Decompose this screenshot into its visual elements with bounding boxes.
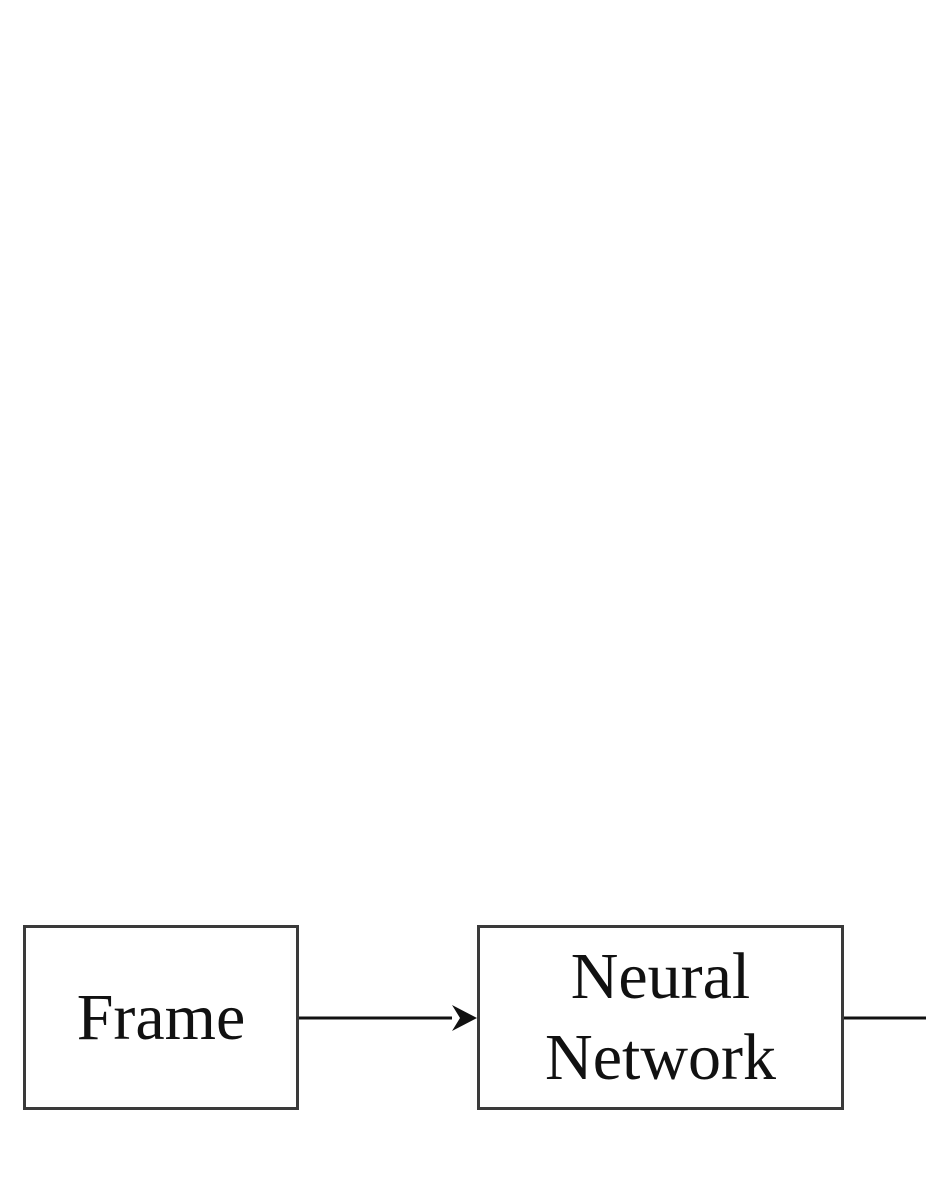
frame-node-label: Frame <box>76 980 246 1054</box>
neural-network-node-label-line-1: Neural <box>570 939 751 1013</box>
frame-node: Frame <box>23 925 299 1110</box>
neural-network-node: Neural Network <box>477 925 844 1110</box>
arrowhead-icon <box>452 1005 477 1031</box>
edge-frame-to-neural-network <box>299 1005 477 1031</box>
neural-network-node-label-line-2: Network <box>545 1020 776 1094</box>
